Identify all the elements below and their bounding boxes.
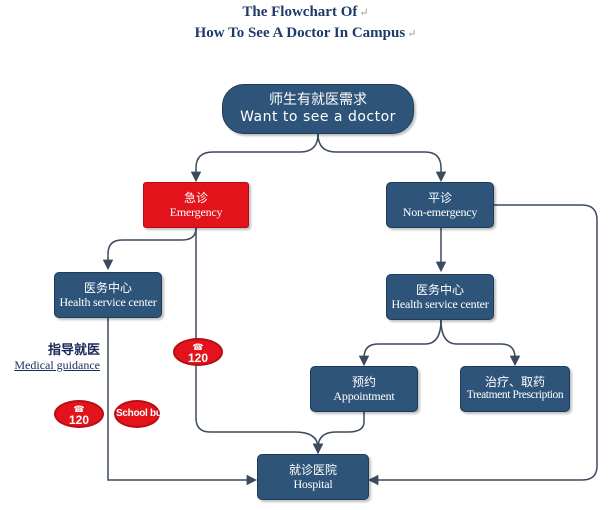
connector-center-to-treatment	[440, 319, 521, 367]
flowchart-title-line1: The Flowchart Of↵	[242, 4, 369, 20]
node-emergency: 急诊 Emergency	[143, 182, 249, 228]
flowchart-title-line2: How To See A Doctor In Campus↵	[194, 25, 417, 41]
node-health-center-right: 医务中心 Health service center	[386, 274, 494, 320]
connector-nonemergency-to-hospital	[367, 204, 598, 486]
school-bus-badge: School bus	[114, 400, 167, 428]
node-health-center-left: 医务中心 Health service center	[54, 272, 162, 318]
connector-left-center-to-hospital	[107, 318, 258, 486]
node-hospital: 就诊医院 Hospital	[257, 454, 369, 500]
connector-appointment-to-hospital	[312, 412, 365, 455]
paragraph-mark-icon: ↵	[359, 7, 369, 19]
emergency-120-badge-left: ☎ 120	[54, 400, 104, 428]
connector-root-to-nonemergency	[317, 133, 447, 183]
telephone-icon: ☎	[192, 342, 204, 352]
node-treatment-prescription: 治疗、取药 Treatment Prescription	[460, 366, 570, 412]
medical-guidance-label: 指导就医 Medical guidance	[14, 343, 100, 372]
telephone-icon: ☎	[73, 404, 85, 414]
node-appointment: 预约 Appointment	[310, 366, 418, 412]
connector-root-to-emergency	[190, 133, 319, 183]
node-non-emergency: 平诊 Non-emergency	[386, 182, 494, 228]
emergency-120-badge: ☎ 120	[173, 338, 223, 366]
connector-emergency-to-hospital	[195, 228, 324, 455]
connector-center-to-appointment	[358, 319, 442, 367]
connector-emergency-to-health-center	[102, 227, 197, 271]
paragraph-mark-icon: ↵	[407, 28, 417, 40]
node-want-to-see-doctor: 师生有就医需求 Want to see a doctor	[222, 84, 414, 134]
